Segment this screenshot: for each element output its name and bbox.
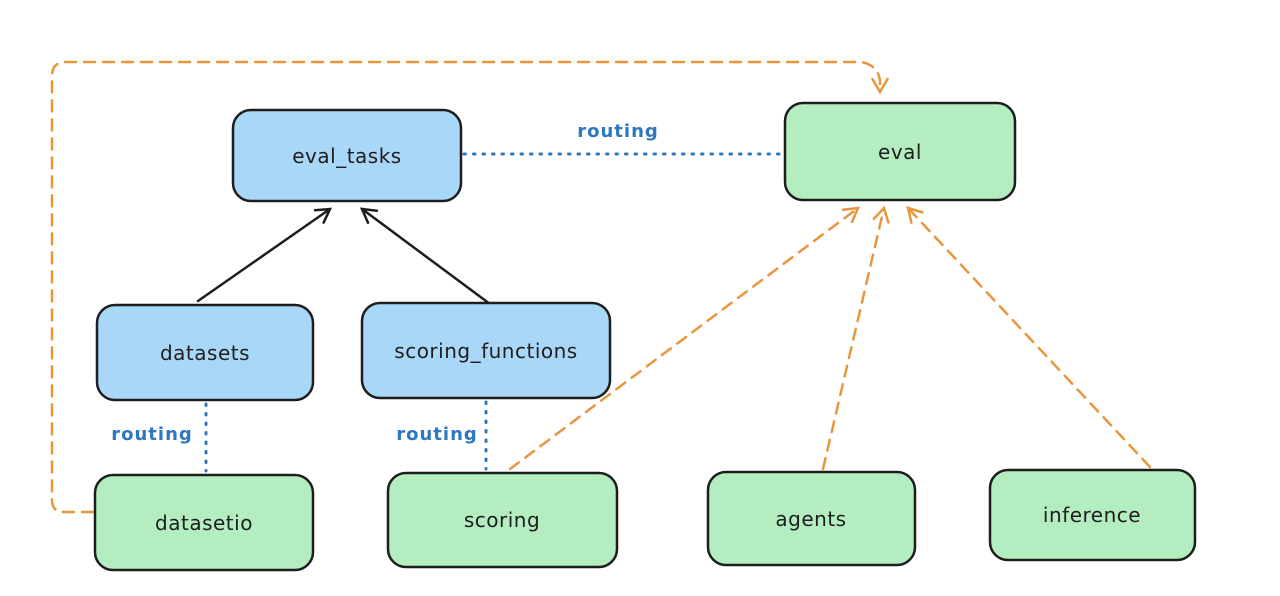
edge-scoring-functions-to-eval-tasks	[359, 207, 492, 306]
node-eval-tasks-label: eval_tasks	[292, 144, 401, 168]
edge-datasets-to-eval-tasks	[196, 207, 333, 303]
edge-inference-to-eval	[906, 206, 1152, 469]
node-eval-box	[783, 101, 1017, 202]
node-scoring: scoring	[386, 471, 619, 569]
node-inference-label: inference	[1043, 503, 1141, 527]
node-agents: agents	[706, 470, 917, 567]
node-agents-label: agents	[775, 507, 846, 531]
routing-label-scoring-functions-scoring: routing	[396, 424, 478, 445]
node-datasets: datasets	[95, 303, 315, 402]
node-datasets-label: datasets	[160, 341, 250, 365]
node-inference-box	[988, 468, 1197, 562]
edge-scoring-to-eval	[508, 206, 861, 471]
edge-agents-to-eval	[821, 205, 890, 471]
node-eval: eval	[783, 101, 1017, 202]
routing-label-eval-tasks-eval: routing	[577, 121, 659, 142]
node-scoring-functions-label: scoring_functions	[394, 339, 577, 363]
node-datasetio: datasetio	[93, 473, 315, 572]
node-datasetio-box	[93, 473, 315, 572]
node-scoring-label: scoring	[464, 508, 540, 532]
node-scoring-box	[386, 471, 619, 569]
edge-datasetio-to-eval	[50, 60, 889, 514]
node-eval-tasks-box	[231, 108, 463, 203]
node-eval-tasks: eval_tasks	[231, 108, 463, 203]
node-scoring-functions-box	[360, 301, 612, 400]
node-inference: inference	[988, 468, 1197, 562]
node-agents-box	[706, 470, 917, 567]
node-datasetio-label: datasetio	[155, 511, 253, 535]
node-datasets-box	[95, 303, 315, 402]
routing-label-datasets-datasetio: routing	[111, 424, 193, 445]
node-eval-label: eval	[878, 140, 922, 164]
node-scoring-functions: scoring_functions	[360, 301, 612, 400]
